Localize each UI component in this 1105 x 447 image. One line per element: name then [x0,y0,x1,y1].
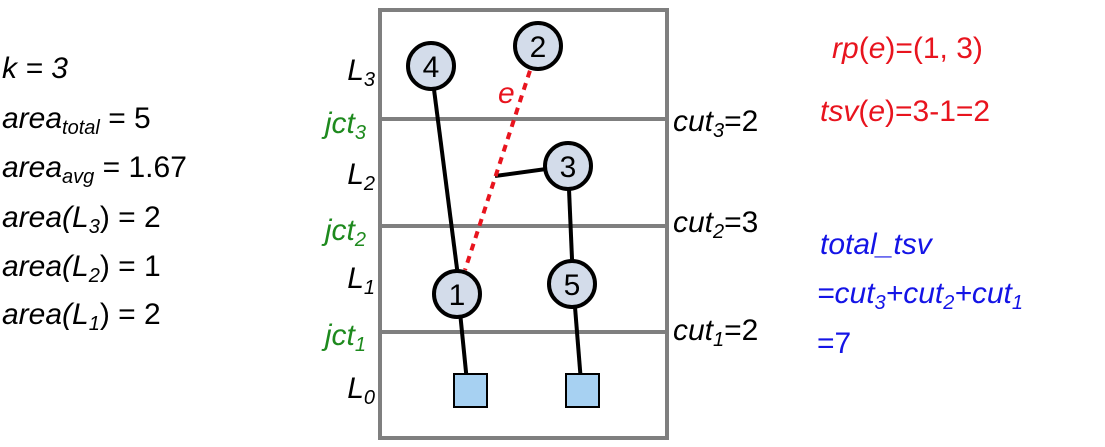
node-3 [543,141,593,191]
node-4-label: 4 [423,51,440,84]
tsv-annotation: tsv(e)=3-1=2 [820,95,990,128]
node-4 [406,41,456,91]
rp-annotation: rp(e)=(1, 3) [832,32,983,65]
edge-e-label: e [498,77,515,110]
stat-area-l2: area(L2) = 1 [2,250,161,287]
cut-label-1: cut1=2 [673,314,758,351]
junction-label-2: jct2 [321,214,366,251]
layer-label-l1: L1 [347,262,375,299]
cut-label-2: cut2=3 [673,206,758,243]
junction-label-3: jct3 [321,107,366,144]
node-5 [547,259,597,309]
stat-area-l3: area(L3) = 2 [2,201,161,238]
node-5-label: 5 [564,269,581,302]
node-2 [513,21,563,71]
cut-label-3: cut3=2 [673,105,758,142]
node-2-label: 2 [530,31,547,64]
total-tsv-formula: =cut3+cut2+cut1 [817,277,1023,314]
stat-area-avg: areaavg = 1.67 [2,151,187,188]
terminal-square-left [453,373,488,408]
total-tsv-result: =7 [817,327,851,360]
edge-4-1 [429,65,462,293]
node-1-label: 1 [449,279,466,312]
stat-k: k = 3 [2,52,68,85]
total-tsv-label: total_tsv [820,228,934,261]
stat-area-l1: area(L1) = 2 [2,298,161,335]
edge-e-dashed [463,45,540,271]
layer-label-l2: L2 [347,158,375,195]
terminal-square-right [565,373,600,408]
stats-block: k = 3 areatotal = 5 areaavg = 1.67 area(… [2,52,187,335]
layer-label-l0: L0 [347,372,375,409]
node-1 [432,269,482,319]
stat-area-total: areatotal = 5 [2,102,151,139]
layer-label-l3: L3 [347,54,375,91]
junction-label-1: jct1 [321,319,366,356]
node-3-label: 3 [560,151,577,184]
